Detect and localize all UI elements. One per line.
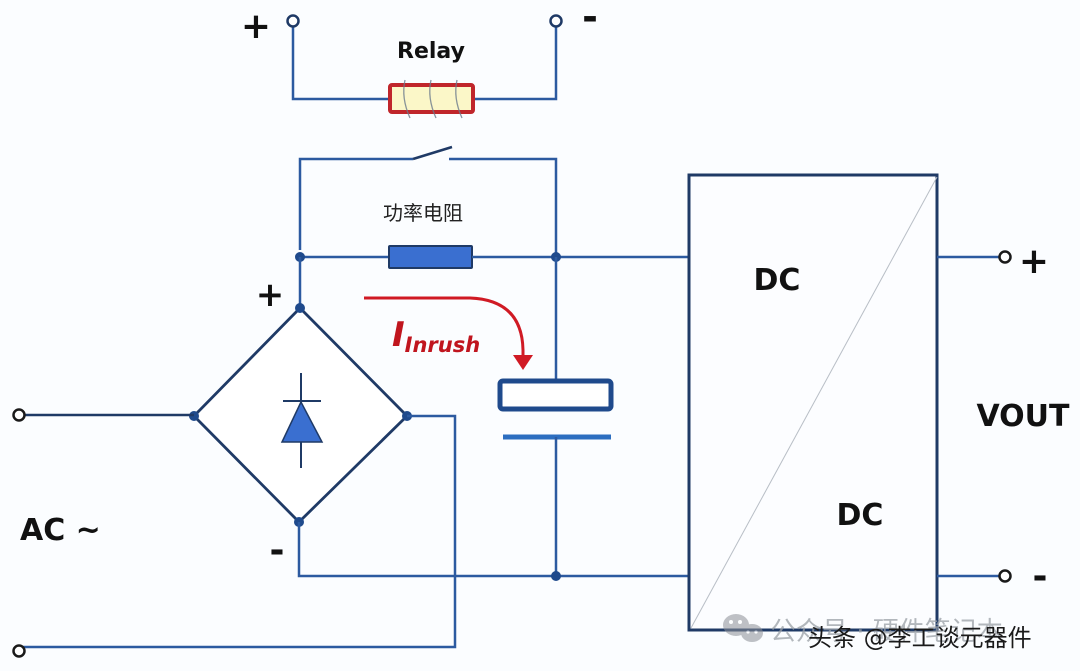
junction-node [295,303,305,313]
switch-blade [412,145,453,161]
dc-dc-converter: DC DC [687,173,939,632]
inrush-arrow-path [364,296,525,360]
relay-plus-terminal[interactable] [286,14,300,28]
vout-plus-label: + [1019,241,1049,282]
relay-wire-left [291,26,390,101]
watermark-wechat-text: 公众号 · 硬件笔记本 [770,617,1003,647]
bridge-right-wire [18,414,457,649]
vout-output: + VOUT - [937,241,1070,597]
relay-switch [298,145,558,258]
bridge-minus-label: - [270,530,285,571]
bulk-capacitor [497,257,614,581]
vout-minus-terminal[interactable] [998,569,1012,583]
vout-minus-label: - [1033,556,1048,597]
wechat-icon [723,614,763,642]
vout-plus-terminal[interactable] [998,250,1012,264]
relay-minus-label: - [582,0,598,39]
power-resistor-label: 功率电阻 [383,201,463,225]
bridge-rectifier: + - [18,257,690,649]
arrow-head-icon [513,355,533,370]
relay-wire-right [473,26,558,101]
relay-minus-terminal[interactable] [549,14,563,28]
switch-wire-right [449,157,558,258]
ac-input-label: AC ~ [20,513,101,548]
watermark-toutiao-text: 头条 @李工谈元器件 [808,624,1032,652]
vout-label: VOUT [976,399,1070,434]
relay-coil-branch: + - Relay [241,0,598,119]
switch-wire-left [298,157,413,250]
relay-coil-body [388,83,475,114]
bridge-minus-wire [297,522,690,578]
ac-input: AC ~ [12,408,101,658]
converter-input-label: DC [754,263,801,298]
watermark: 公众号 · 硬件笔记本 头条 @李工谈元器件 [723,614,1032,652]
converter-diagonal [690,176,938,629]
power-resistor-branch: 功率电阻 [295,201,690,269]
converter-output-label: DC [837,498,884,533]
relay-coil [388,79,475,119]
relay-plus-label: + [241,6,271,47]
junction-node [551,571,561,581]
relay-label: Relay [397,39,465,64]
relay-coil-winding-icon [403,79,463,119]
inrush-current-arrow: IInrush [364,296,533,370]
converter-box [687,173,939,632]
diode-icon [280,373,324,468]
ac-terminal-bottom[interactable] [12,644,26,658]
inrush-main: I [392,315,405,355]
ac-terminal-top[interactable] [12,408,26,422]
power-resistor [388,245,473,269]
inrush-current-label: IInrush [392,315,480,357]
inrush-subscript: Inrush [405,333,481,357]
capacitor-positive-plate [497,378,614,412]
bridge-plus-label: + [256,275,285,315]
